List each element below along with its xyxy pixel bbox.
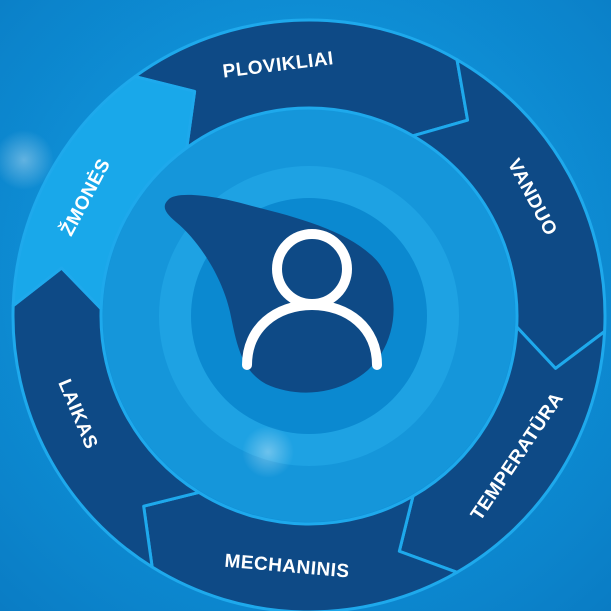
bokeh-light xyxy=(0,130,54,190)
user-icon xyxy=(242,229,382,370)
cycle-segments xyxy=(11,18,607,611)
segment-zmones xyxy=(11,75,197,311)
bokeh-light xyxy=(242,426,294,478)
